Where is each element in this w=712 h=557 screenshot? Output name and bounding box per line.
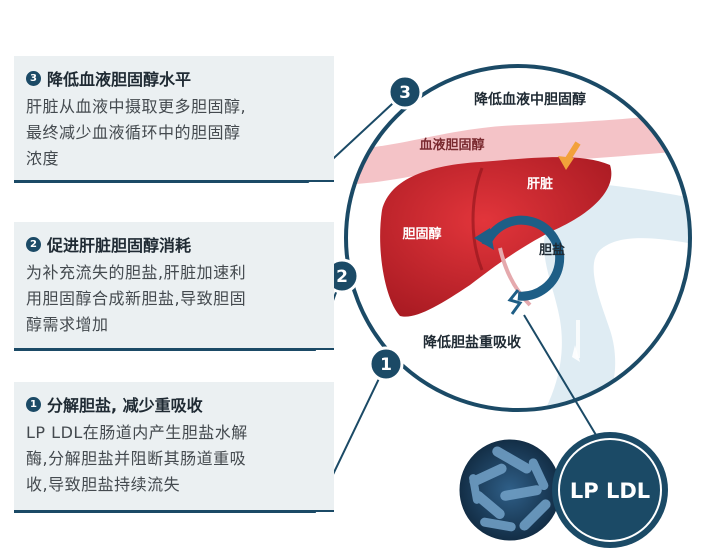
svg-text:1: 1 (380, 355, 392, 375)
reabsorption-label: 降低胆盐重吸收 (423, 334, 522, 351)
step-1-title-row: 1 分解胆盐, 减少重吸收 (26, 392, 322, 416)
organ-illustration (346, 112, 690, 410)
step-3-body: 肝脏从血液中摄取更多胆固醇, 最终减少血液循环中的胆固醇 浓度 (26, 97, 247, 168)
badge-1: 1 (368, 346, 404, 382)
connector-line-1 (14, 363, 387, 513)
main-circle-outline (344, 64, 692, 412)
step-2-number: 2 (26, 236, 41, 252)
svg-text:2: 2 (336, 267, 348, 287)
step-3-number: 3 (26, 70, 41, 86)
step-3-title-row: 3 降低血液胆固醇水平 (26, 66, 322, 90)
step-1-title: 分解胆盐, 减少重吸收 (47, 396, 203, 415)
blood-vessel (346, 112, 690, 185)
liver-lobe-line (471, 167, 484, 271)
step-2-title: 促进肝脏胆固醇消耗 (47, 236, 192, 255)
step-1-number: 1 (26, 396, 41, 412)
step-2-body: 为补充流失的胆盐,肝脏加速利 用胆固醇合成新胆盐,导致胆固 醇需求增加 (26, 263, 247, 334)
bile-salt-label: 胆盐 (539, 242, 565, 258)
svg-text:3: 3 (399, 83, 411, 103)
step-panel-2: 2 促进肝脏胆固醇消耗 为补充流失的胆盐,肝脏加速利 用胆固醇合成新胆盐,导致胆… (14, 222, 334, 350)
cholesterol-label: 胆固醇 (402, 226, 441, 242)
liver-label: 肝脏 (527, 176, 553, 192)
badge-3: 3 (387, 74, 423, 110)
intestine (544, 180, 690, 410)
step-2-title-row: 2 促进肝脏胆固醇消耗 (26, 232, 322, 256)
connector-line-3 (14, 91, 406, 183)
bacteria-micrograph (456, 436, 564, 544)
product-badge: LP LDL (552, 432, 668, 548)
step-panel-3: 3 降低血液胆固醇水平 肝脏从血液中摄取更多胆固醇, 最终减少血液循环中的胆固醇… (14, 56, 334, 182)
bile-salt-cycle-arrow (481, 215, 565, 301)
broken-path (507, 289, 523, 315)
step-3-title: 降低血液胆固醇水平 (47, 70, 192, 89)
step-1-body: LP LDL在肠道内产生胆盐水解 酶,分解胆盐并阻断其肠道重吸 收,导致胆盐持续… (26, 423, 248, 494)
top-label: 降低血液中胆固醇 (474, 91, 586, 108)
liver (380, 157, 612, 317)
bile-duct (498, 247, 532, 307)
step-panel-1: 1 分解胆盐, 减少重吸收 LP LDL在肠道内产生胆盐水解 酶,分解胆盐并阻断… (14, 382, 334, 512)
blood-cholesterol-label: 血液胆固醇 (419, 137, 484, 153)
product-label: LP LDL (570, 479, 650, 503)
product-pointer-line (523, 314, 603, 446)
